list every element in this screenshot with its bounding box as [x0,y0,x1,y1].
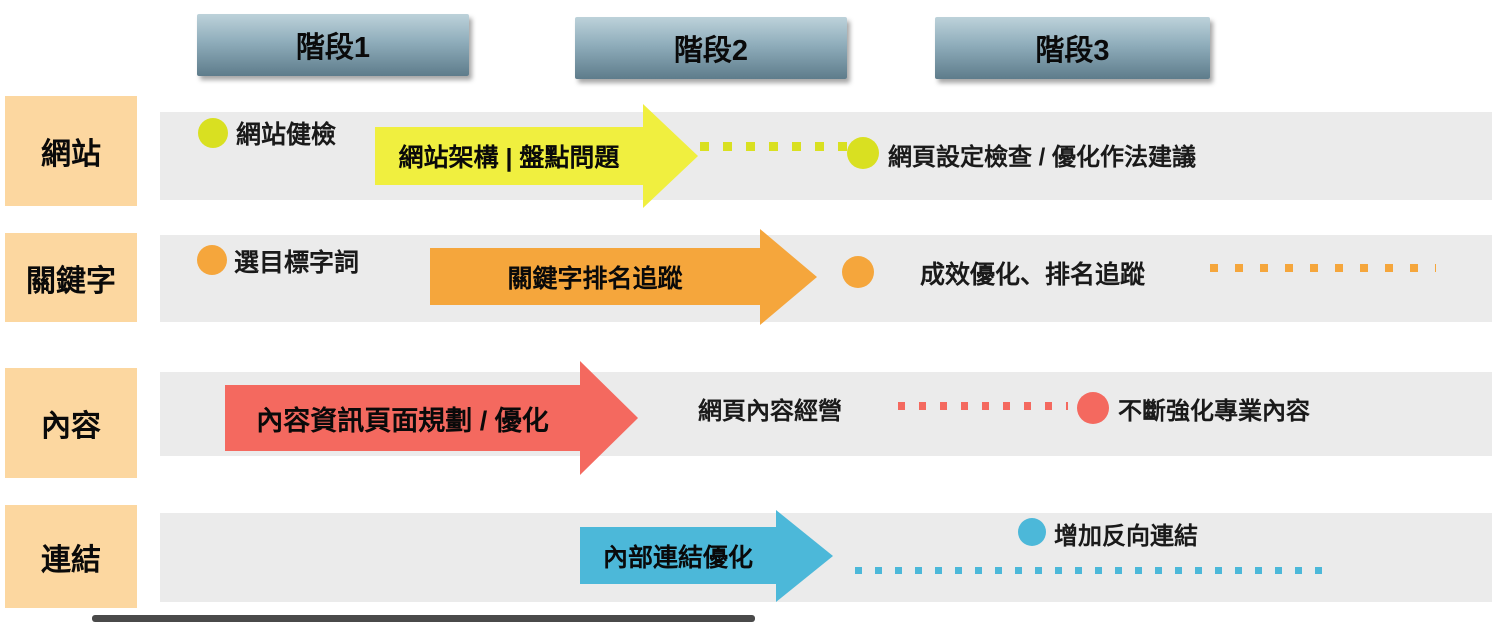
keyword-step2-text: 成效優化、排名追蹤 [920,261,1146,289]
website-row-band [160,112,1492,200]
website-dotted-line [700,142,850,151]
website-step2-text: 網頁設定檢查 / 優化作法建議 [888,143,1197,171]
row-label-keyword: 關鍵字 [5,233,137,322]
content-step2-dot [1077,392,1109,424]
content-mid-text: 網頁內容經營 [698,397,842,425]
link-step2-dot [1018,518,1046,546]
link-arrow: 內部連結優化 [580,527,776,584]
content-step2-text: 不斷強化專業內容 [1118,397,1310,425]
keyword-row-band [160,235,1492,322]
keyword-dotted-line [1210,264,1436,272]
website-arrow: 網站架構 | 盤點問題 [375,127,643,185]
phase-header-3: 階段3 [935,17,1210,79]
link-arrow-head [776,510,833,602]
phase-header-1: 階段1 [197,14,469,76]
website-step1-dot [198,118,228,148]
website-arrow-head [643,104,698,208]
row-label-link: 連結 [5,505,137,608]
content-dotted-line [898,402,1068,410]
keyword-step2-dot [842,256,874,288]
bottom-cutoff-bar [92,615,755,622]
phase-header-2: 階段2 [575,17,847,79]
keyword-arrow-head [760,229,817,325]
keyword-step1-dot [197,245,227,275]
keyword-step1-text: 選目標字詞 [234,249,360,277]
content-arrow: 內容資訊頁面規劃 / 優化 [225,385,580,451]
keyword-arrow: 關鍵字排名追蹤 [430,248,760,305]
row-label-website: 網站 [5,96,137,206]
content-arrow-head [580,361,638,475]
website-step1-text: 網站健檢 [236,121,337,149]
row-label-content: 內容 [5,368,137,478]
website-step2-dot [847,137,879,169]
link-dotted-line [855,567,1331,574]
link-step2-text: 增加反向連結 [1054,522,1198,550]
